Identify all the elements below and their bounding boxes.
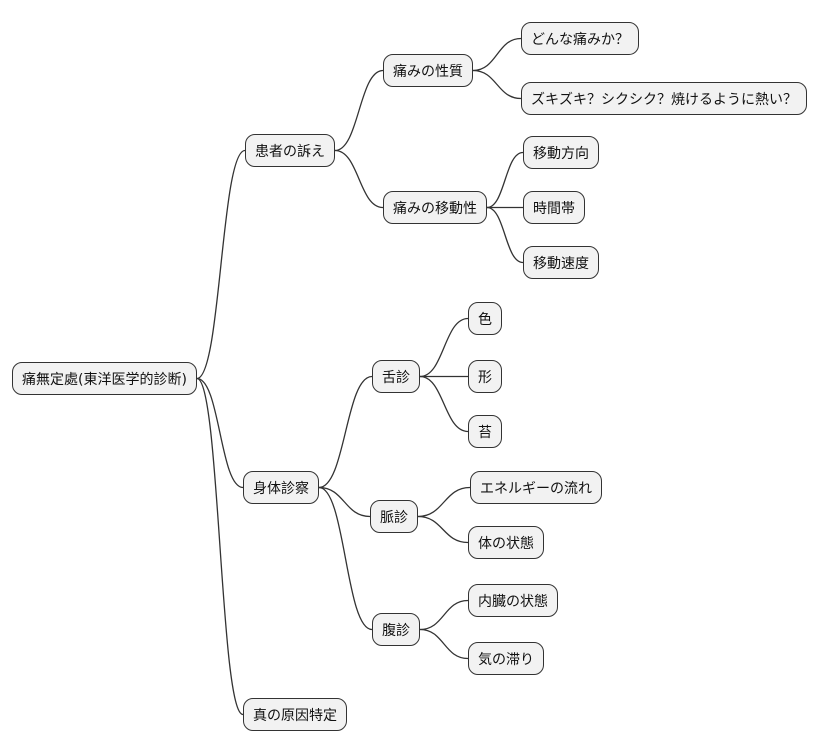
node-tongue-coating: 苔	[468, 415, 502, 448]
node-tongue-color: 色	[468, 302, 502, 335]
edge-root-patient	[196, 149, 246, 380]
node-body-state: 体の状態	[468, 526, 544, 559]
node-root-diagnosis: 痛無定處(東洋医学的診断)	[12, 362, 197, 395]
edge-pulse-energy	[417, 486, 471, 518]
node-pain-mobility: 痛みの移動性	[383, 191, 487, 224]
node-pain-descriptors: ズキズキ？シクシク？焼けるように熱い？	[521, 82, 807, 115]
node-move-speed: 移動速度	[523, 246, 599, 279]
node-patient-complaint: 患者の訴え	[245, 134, 335, 167]
node-organ-state: 内臓の状態	[468, 584, 558, 617]
node-what-kind-of-pain: どんな痛みか？	[521, 22, 639, 55]
node-time-of-day: 時間帯	[523, 191, 585, 224]
edge-root-cause	[196, 377, 244, 716]
edge-exam-tongue	[318, 375, 373, 489]
edge-patient-mobility	[334, 149, 384, 209]
node-physical-exam: 身体診察	[243, 471, 319, 504]
edge-mobility-speed	[486, 206, 524, 264]
node-true-cause: 真の原因特定	[243, 698, 347, 731]
node-abdomen-diagnosis: 腹診	[372, 613, 420, 646]
edge-quality-whatpain	[472, 37, 522, 72]
edge-exam-pulse	[318, 486, 371, 518]
edge-tongue-color	[419, 317, 469, 378]
node-move-direction: 移動方向	[523, 136, 599, 169]
edge-mobility-direction	[486, 151, 524, 209]
edge-tongue-coating	[419, 375, 469, 433]
edge-patient-quality	[334, 69, 384, 152]
node-pain-quality: 痛みの性質	[383, 54, 473, 87]
node-energy-flow: エネルギーの流れ	[470, 471, 602, 504]
edge-pulse-bodystate	[417, 515, 469, 544]
edge-root-exam	[196, 377, 244, 489]
edge-abdomen-organ	[419, 599, 469, 631]
edge-exam-abdomen	[318, 486, 373, 631]
edge-quality-zukizuki	[472, 69, 522, 100]
node-tongue-diagnosis: 舌診	[372, 360, 420, 393]
node-pulse-diagnosis: 脈診	[370, 500, 418, 533]
node-qi-stagnation: 気の滞り	[468, 642, 544, 675]
node-tongue-shape: 形	[468, 360, 502, 393]
edge-abdomen-qi	[419, 628, 469, 660]
